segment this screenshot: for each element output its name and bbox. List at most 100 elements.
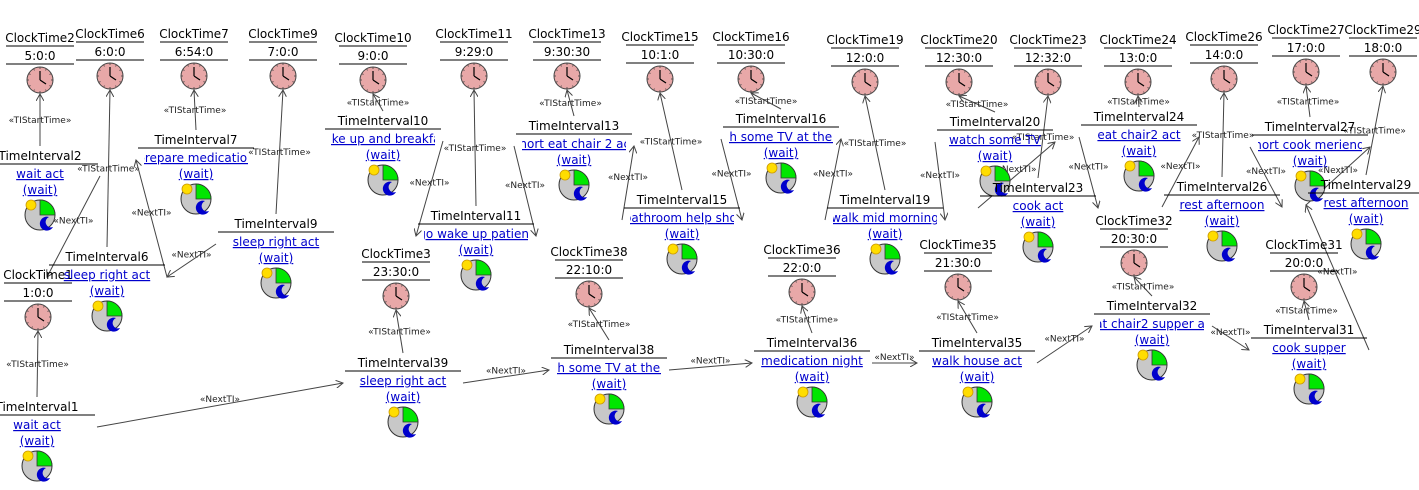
time-interval-node[interactable]: TimeInterval26 rest afternoon (wait) [1164,180,1280,262]
interval-activity-link[interactable]: cook supper [1272,341,1346,355]
interval-state-link[interactable]: (wait) [179,167,214,181]
interval-state-link[interactable]: (wait) [1293,154,1328,168]
interval-state-link[interactable]: (wait) [764,146,799,160]
interval-state-link[interactable]: (wait) [459,243,494,257]
interval-activity-link[interactable]: go wake up patient [418,227,534,241]
interval-activity-link[interactable]: wait act [13,418,61,432]
edge-label: «NextTI» [1318,166,1358,176]
interval-state-link[interactable]: (wait) [1205,214,1240,228]
interval-activity-link[interactable]: walk mid morning [831,211,939,225]
clock-node[interactable]: ClockTime11:0:0 [3,268,73,331]
interval-state-link[interactable]: (wait) [868,227,903,241]
interval-state-link[interactable]: (wait) [259,251,294,265]
interval-state-link[interactable]: (wait) [1122,144,1157,158]
interval-state-link[interactable]: (wait) [1135,333,1170,347]
interval-activity-link[interactable]: go bathroom help shower [605,211,759,225]
interval-state-link[interactable]: (wait) [592,377,627,391]
interval-state-link[interactable]: (wait) [1349,212,1384,226]
sun-icon [1207,230,1219,242]
interval-state-link[interactable]: (wait) [20,434,55,448]
interval-activity-link[interactable]: watch some TV at the sofa [529,361,689,375]
interval-activity-link[interactable]: watch some TV [949,133,1042,147]
interval-activity-link[interactable]: rest afternoon [1180,198,1265,212]
interval-state-link[interactable]: (wait) [978,149,1013,163]
interval-activity-link[interactable]: prepare medication [137,151,254,165]
interval-activity-link[interactable]: walk house act [932,354,1022,368]
interval-name: TimeInterval26 [1176,180,1268,194]
interval-state-link[interactable]: (wait) [386,390,421,404]
interval-state-link[interactable]: (wait) [665,227,700,241]
interval-activity-link[interactable]: cook act [1013,199,1064,213]
interval-state-link[interactable]: (wait) [795,370,830,384]
moon-icon [195,200,209,215]
interval-state-link[interactable]: (wait) [23,183,58,197]
interval-state-link[interactable]: (wait) [90,284,125,298]
interval-activity-link[interactable]: short eat chair 2 act [513,137,635,151]
interval-activity-link[interactable]: sleep right act [360,374,447,388]
interval-activity-link[interactable]: sleep right act [233,235,320,249]
interval-activity-link[interactable]: sleep right act [64,268,151,282]
interval-state-link[interactable]: (wait) [960,370,995,384]
moon-icon [475,276,489,291]
interval-activity-link[interactable]: medication night [761,354,863,368]
interval-state-link[interactable]: (wait) [366,148,401,162]
interval-activity-link[interactable]: wait act [16,167,64,181]
interval-activity-link[interactable]: watch some TV at the sofa [701,130,861,144]
interval-activity-link[interactable]: short cook meriende [1248,138,1372,152]
interval-state-link[interactable]: (wait) [557,153,592,167]
interval-state-link[interactable]: (wait) [1021,215,1056,229]
nodes-layer: ClockTime25:0:0ClockTime66:0:0ClockTime7… [0,23,1419,482]
interval-state-link[interactable]: (wait) [1292,357,1327,371]
interval-activity-link[interactable]: eat chair2 act [1097,128,1180,142]
interval-activity-link[interactable]: rest afternoon [1324,196,1409,210]
interval-activity-link[interactable]: eat chair2 supper act [1088,317,1217,331]
interval-activity-link[interactable]: wake up and breakfast [315,132,452,146]
clock-name: ClockTime1 [3,268,73,282]
edge-label: «NextTI» [1160,162,1200,172]
